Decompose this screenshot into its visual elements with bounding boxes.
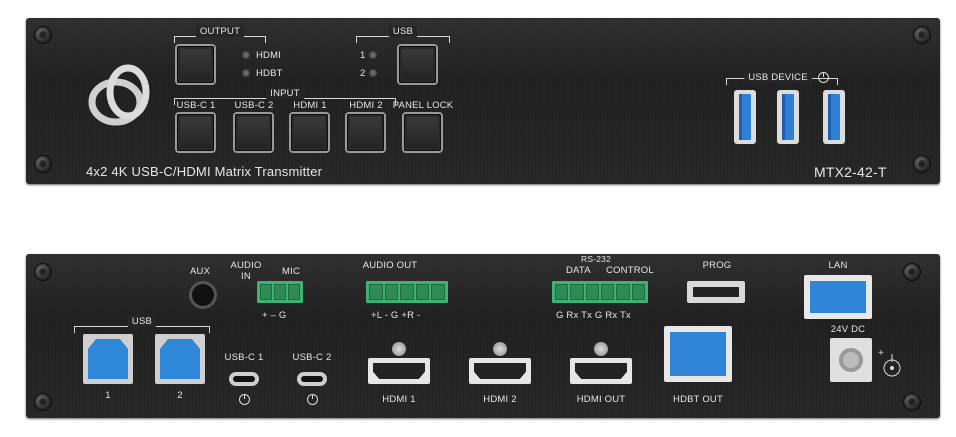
hdbt-out-label: HDBT OUT — [673, 394, 723, 405]
audio-in-pin-labels: + – G — [262, 310, 287, 321]
panel-lock-button[interactable] — [404, 114, 441, 151]
screw-icon — [35, 264, 51, 280]
model-name: MTX2-42-T — [814, 164, 887, 180]
input-label-usbc1: USB-C 1 — [176, 100, 216, 111]
screw-icon — [35, 27, 51, 43]
prog-usb-port[interactable] — [687, 281, 745, 303]
screw-icon — [914, 156, 930, 172]
usbc1-port[interactable] — [229, 372, 259, 386]
usb-select-button[interactable] — [399, 46, 436, 83]
hdbt-out-port[interactable] — [664, 326, 732, 382]
mic-label: MIC — [282, 266, 301, 277]
input-label-hdmi2: HDMI 2 — [349, 100, 383, 111]
hdmi1-label: HDMI 1 — [382, 394, 416, 405]
product-description: 4x2 4K USB-C/HDMI Matrix Transmitter — [86, 164, 323, 179]
aux-label: AUX — [190, 266, 211, 277]
input-label: INPUT — [266, 88, 304, 99]
rs232-label: RS-232 — [580, 254, 612, 264]
screw-icon — [35, 156, 51, 172]
kramer-logo-icon — [88, 64, 150, 126]
hdmi2-port[interactable] — [469, 358, 531, 384]
power-polarity-icon: + — [878, 348, 901, 377]
rs232-pin-labels: G Rx Tx G Rx Tx — [556, 310, 631, 321]
rear-usb-label: USB — [127, 316, 157, 327]
aux-jack[interactable] — [192, 284, 214, 306]
audio-in-terminal[interactable] — [257, 281, 303, 303]
usb-device-port-1[interactable] — [734, 90, 756, 144]
usb-led-2-label: 2 — [360, 68, 366, 79]
usb-bracket — [356, 36, 450, 43]
rs232-control-label: CONTROL — [606, 265, 654, 276]
rs232-terminal[interactable] — [552, 281, 648, 303]
power-jack[interactable] — [830, 338, 872, 382]
usb-b-port-2[interactable] — [155, 334, 205, 384]
hdmi2-label: HDMI 2 — [483, 394, 517, 405]
usb-label: USB — [388, 26, 418, 37]
input-hdmi2-button[interactable] — [347, 114, 384, 151]
input-usbc1-button[interactable] — [177, 114, 214, 151]
hdmi-screw-icon — [594, 342, 608, 356]
hdmi-out-label: HDMI OUT — [576, 394, 626, 405]
output-label: OUTPUT — [195, 26, 245, 37]
usb-led-1-label: 1 — [360, 50, 366, 61]
rear-usb-bracket — [74, 326, 210, 333]
usbc2-label: USB-C 2 — [292, 352, 332, 363]
screw-icon — [904, 264, 920, 280]
hdmi1-port[interactable] — [368, 358, 430, 384]
hdbt-led — [242, 69, 250, 77]
usb-b-2-label: 2 — [177, 390, 183, 401]
usb-device-port-3[interactable] — [823, 90, 845, 144]
usb-b-1-label: 1 — [105, 390, 111, 401]
usb-device-label: USB DEVICE — [744, 72, 812, 83]
panel-lock-label: PANEL LOCK — [392, 100, 454, 111]
svg-text:+: + — [878, 348, 884, 359]
usb-led-1 — [369, 51, 377, 59]
hdmi-led-label: HDMI — [256, 50, 282, 61]
lan-label: LAN — [828, 260, 848, 271]
usb-device-port-2[interactable] — [777, 90, 799, 144]
input-label-hdmi1: HDMI 1 — [293, 100, 327, 111]
charging-icon — [239, 394, 250, 405]
input-usbc2-button[interactable] — [235, 114, 272, 151]
screw-icon — [35, 394, 51, 410]
audio-out-pin-labels: +L - G +R - — [371, 310, 421, 321]
prog-label: PROG — [702, 260, 732, 271]
usbc1-label: USB-C 1 — [224, 352, 264, 363]
rear-panel: AUX AUDIO IN MIC + – G AUDIO OUT +L - G … — [26, 254, 940, 418]
rs232-data-label: DATA — [566, 265, 591, 276]
usbc2-port[interactable] — [297, 372, 327, 386]
usb-b-port-1[interactable] — [83, 334, 133, 384]
input-hdmi1-button[interactable] — [291, 114, 328, 151]
usb-led-2 — [369, 69, 377, 77]
hdmi-led — [242, 51, 250, 59]
audio-in-sub-label: IN — [241, 271, 251, 282]
power-label: 24V DC — [830, 324, 866, 335]
lan-port[interactable] — [804, 275, 872, 319]
hdmi-screw-icon — [392, 342, 406, 356]
audio-out-label: AUDIO OUT — [362, 260, 418, 271]
hdmi-out-port[interactable] — [570, 358, 632, 384]
hdmi-screw-icon — [493, 342, 507, 356]
screw-icon — [904, 394, 920, 410]
audio-in-label: AUDIO — [230, 260, 262, 271]
hdbt-led-label: HDBT — [256, 68, 283, 79]
front-panel: OUTPUT HDMI HDBT USB 1 2 INPUT USB-C 1 U… — [26, 18, 940, 184]
input-label-usbc2: USB-C 2 — [234, 100, 274, 111]
charging-icon — [818, 72, 829, 83]
output-bracket — [174, 36, 266, 43]
output-select-button[interactable] — [177, 46, 214, 83]
audio-out-terminal[interactable] — [366, 281, 448, 303]
screw-icon — [914, 27, 930, 43]
charging-icon — [307, 394, 318, 405]
